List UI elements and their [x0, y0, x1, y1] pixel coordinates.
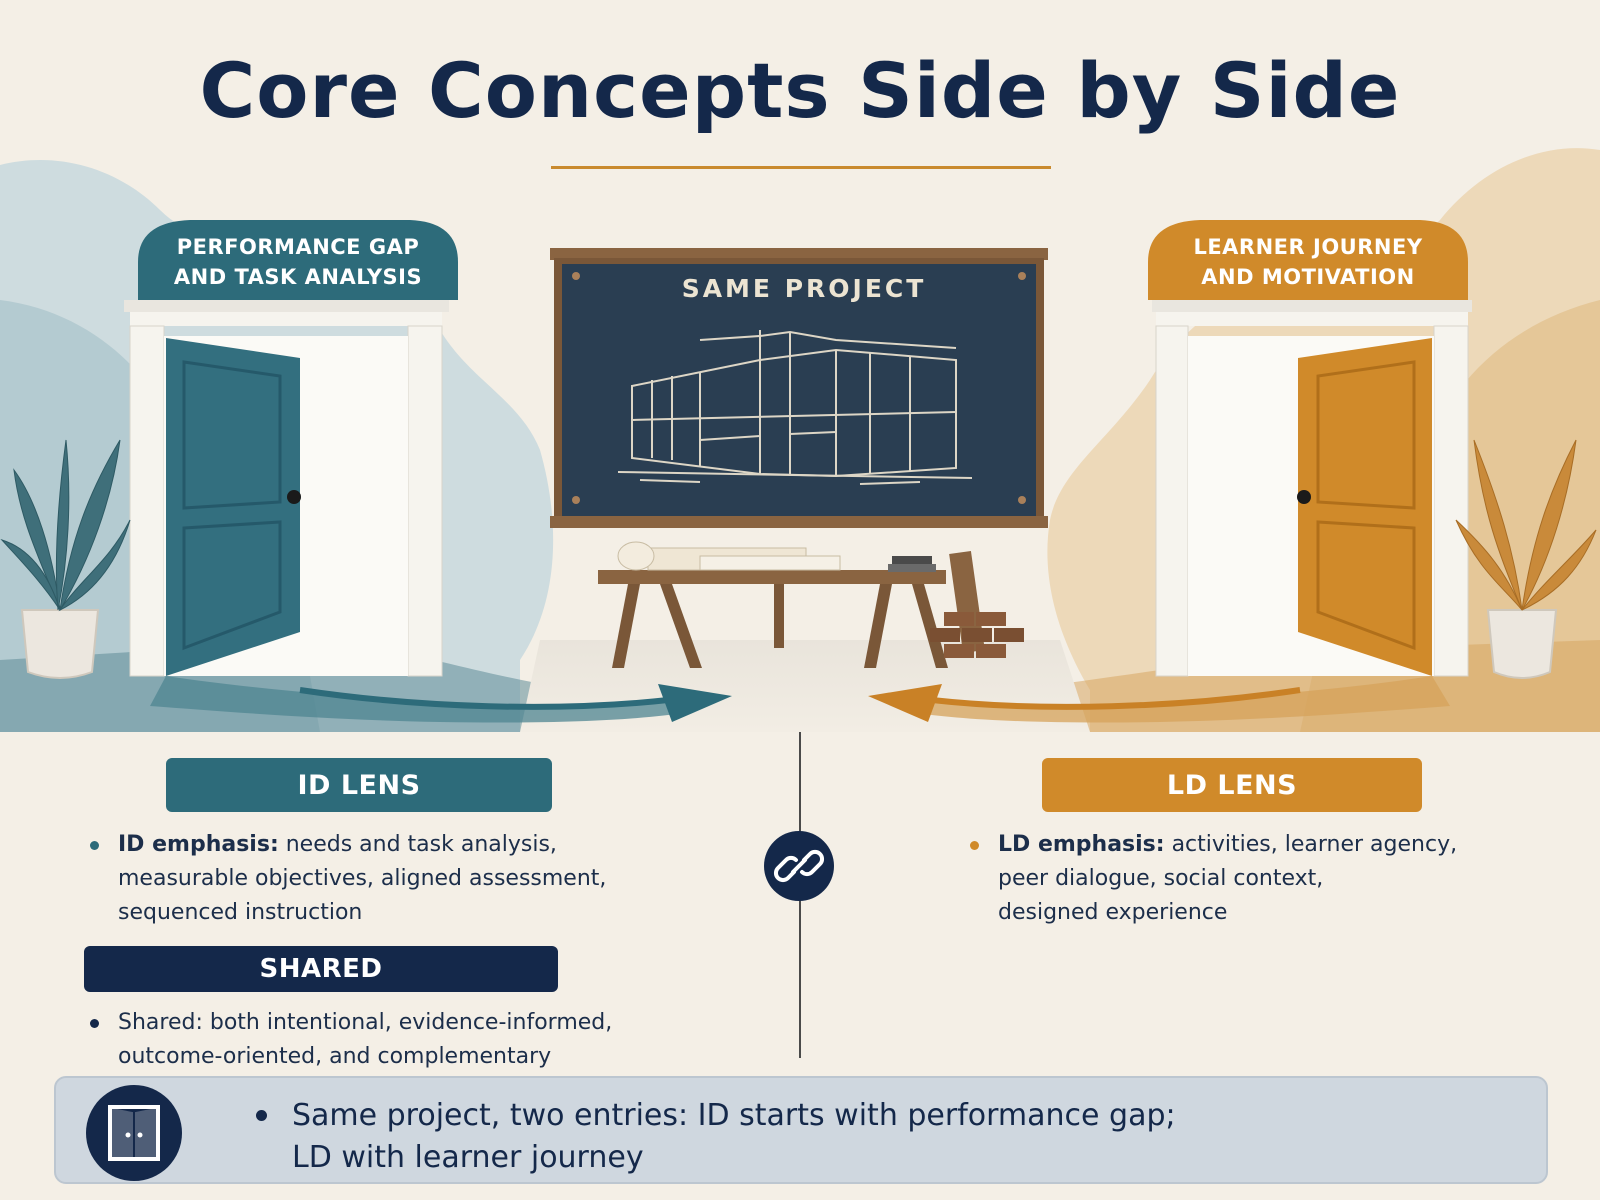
footer-line2: LD with learner journey	[292, 1140, 644, 1175]
ld-bullet-line1: activities, learner agency,	[1164, 832, 1458, 857]
ld-lens-bullet: LD emphasis: activities, learner agency,…	[970, 828, 1558, 930]
right-plant-icon	[1455, 439, 1597, 679]
id-bullet-bold: ID emphasis:	[118, 832, 279, 857]
left-plant-icon	[0, 439, 131, 679]
left-arch-label-line2: AND TASK ANALYSIS	[173, 265, 423, 289]
footer-line1: Same project, two entries: ID starts wit…	[292, 1098, 1176, 1133]
workbench	[598, 541, 1024, 668]
right-door-arch-label: LEARNER JOURNEY AND MOTIVATION	[1158, 232, 1458, 292]
footer-banner	[54, 1076, 1548, 1184]
id-bullet-line2: measurable objectives, aligned assessmen…	[118, 866, 607, 891]
chalkboard-label: SAME PROJECT	[681, 274, 927, 303]
id-lens-bullet: ID emphasis: needs and task analysis, me…	[90, 828, 678, 930]
footer-text: Same project, two entries: ID starts wit…	[292, 1095, 1492, 1179]
left-arch-label-line1: PERFORMANCE GAP	[176, 235, 420, 259]
link-icon	[764, 831, 834, 901]
right-arch-label-line1: LEARNER JOURNEY	[1193, 235, 1423, 259]
shared-bullet: Shared: both intentional, evidence-infor…	[90, 1006, 738, 1074]
double-door-icon	[86, 1085, 182, 1181]
right-arch-label-line2: AND MOTIVATION	[1201, 265, 1415, 289]
chalkboard	[550, 248, 1048, 528]
ld-bullet-bold: LD emphasis:	[998, 832, 1165, 857]
title-underline	[551, 166, 1051, 169]
id-bullet-line3: sequenced instruction	[118, 900, 363, 925]
shared-bullet-dot	[90, 1019, 99, 1028]
id-bullet-line1: needs and task analysis,	[278, 832, 557, 857]
left-door	[124, 220, 732, 723]
shared-bullet-line1: Shared: both intentional, evidence-infor…	[118, 1010, 613, 1035]
id-bullet-dot	[90, 841, 99, 850]
ld-bullet-line2: peer dialogue, social context,	[998, 866, 1324, 891]
ld-lens-heading: LD LENS	[1042, 758, 1422, 812]
right-door	[868, 220, 1472, 723]
id-lens-heading: ID LENS	[166, 758, 552, 812]
page-title: Core Concepts Side by Side	[199, 46, 1401, 135]
shared-bullet-line2: outcome-oriented, and complementary	[118, 1044, 552, 1069]
ld-bullet-dot	[970, 841, 979, 850]
left-door-arch-label: PERFORMANCE GAP AND TASK ANALYSIS	[148, 232, 448, 292]
ld-bullet-line3: designed experience	[998, 900, 1228, 925]
footer-bullet-dot	[256, 1110, 267, 1121]
shared-heading: SHARED	[84, 946, 558, 992]
